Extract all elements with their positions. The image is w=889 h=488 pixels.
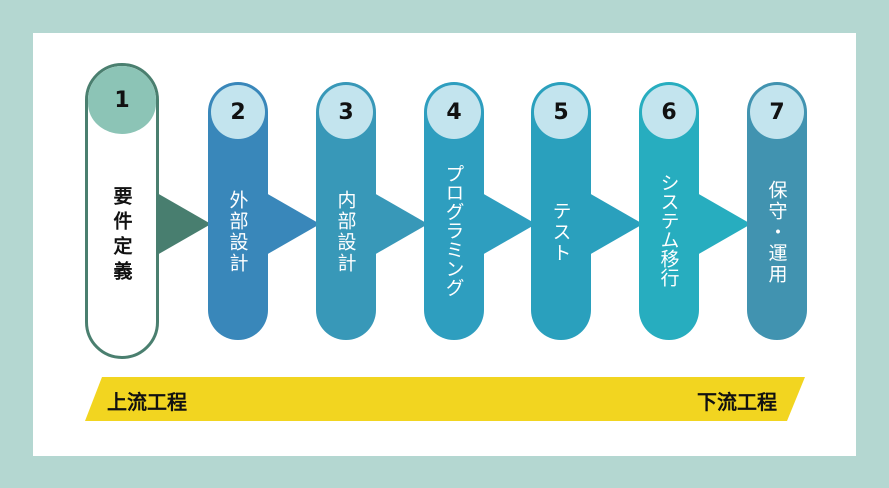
step-6-system-migration: 6 システム移行 [639,82,699,340]
step-4-programming: 4 プログラミング [424,82,484,340]
step-number: 7 [750,85,804,139]
arrow-icon [482,193,536,255]
step-1-requirements: 1 要件定義 [85,63,159,359]
upstream-label: 上流工程 [107,390,187,414]
step-label: 保守・運用 [765,179,788,285]
step-number: 1 [88,66,156,134]
process-bar: 上流工程 下流工程 [85,377,805,421]
step-label: システム移行 [657,173,680,287]
step-number: 6 [642,85,696,139]
step-label: テスト [549,200,572,264]
step-number: 3 [319,85,373,139]
step-label: 外部設計 [226,190,249,274]
downstream-label: 下流工程 [697,390,777,414]
arrow-icon [697,193,751,255]
step-2-external-design: 2 外部設計 [208,82,268,340]
step-label: 要件定義 [110,186,133,286]
step-number: 2 [211,85,265,139]
arrow-icon [589,193,643,255]
step-label: プログラミング [442,163,465,297]
step-number: 5 [534,85,588,139]
step-5-test: 5 テスト [531,82,591,340]
arrow-icon [157,193,211,255]
step-label: 内部設計 [334,190,357,274]
arrow-icon [266,193,320,255]
step-7-maintenance: 7 保守・運用 [747,82,807,340]
step-3-internal-design: 3 内部設計 [316,82,376,340]
step-number: 4 [427,85,481,139]
arrow-icon [374,193,428,255]
